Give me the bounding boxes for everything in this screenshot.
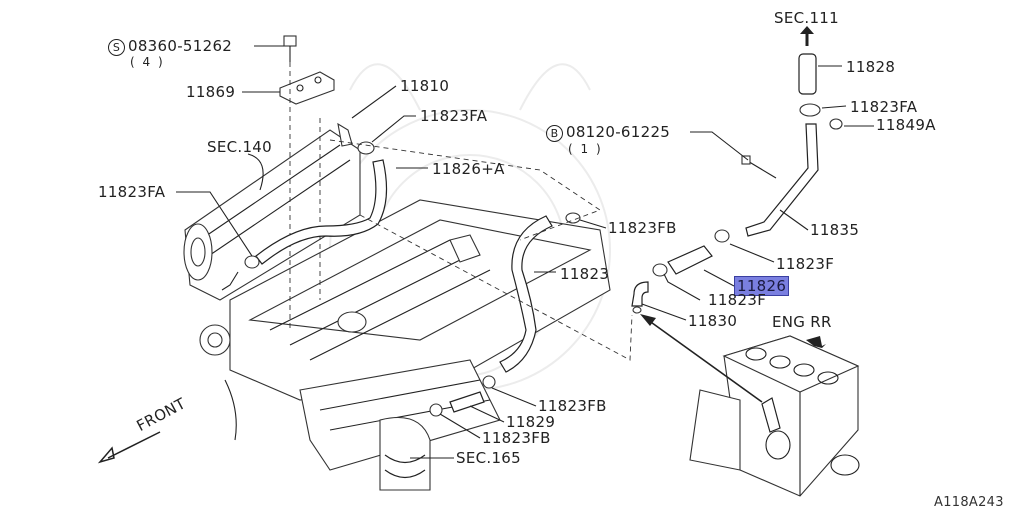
part-11823FB-mid[interactable]: 11823FB	[608, 219, 677, 237]
part-11829[interactable]: 11829	[506, 413, 556, 431]
part-11869[interactable]: 11869	[186, 83, 236, 101]
hose-11826A	[221, 122, 388, 291]
section-165[interactable]: SEC.165	[456, 449, 521, 467]
right-hoses	[631, 26, 843, 314]
bolt2-type-marker: B	[546, 125, 563, 142]
bolt-type-marker: S	[108, 39, 125, 56]
section-140[interactable]: SEC.140	[207, 138, 272, 156]
engine-rear-label: ENG RR	[772, 313, 832, 331]
part-11826A[interactable]: 11826+A	[432, 160, 505, 178]
engine-block-right	[689, 335, 860, 497]
part-11849A[interactable]: 11849A	[876, 116, 936, 134]
bolt-part-number[interactable]: 08360-51262	[128, 37, 233, 55]
bolt-and-plate	[279, 35, 335, 330]
part-11823F-a[interactable]: 11823F	[776, 255, 835, 273]
part-11823F-b[interactable]: 11823F	[708, 291, 767, 309]
part-11830[interactable]: 11830	[688, 312, 738, 330]
part-11826-highlighted[interactable]: 11826	[734, 276, 790, 296]
diagram-code: A118A243	[934, 495, 1004, 510]
part-11810[interactable]: 11810	[400, 77, 450, 95]
part-11823FA-top[interactable]: 11823FA	[420, 107, 488, 125]
part-11823FB-low[interactable]: 11823FB	[538, 397, 607, 415]
bolt-quantity: ( 4 )	[130, 55, 165, 69]
hose-11823	[429, 212, 581, 417]
part-11823[interactable]: 11823	[560, 265, 610, 283]
section-111[interactable]: SEC.111	[774, 9, 839, 27]
bolt2-quantity: ( 1 )	[568, 142, 603, 156]
bolt2-part-number[interactable]: 08120-61225	[566, 123, 671, 141]
part-11823FA-right[interactable]: 11823FA	[850, 98, 918, 116]
part-11823FB-bottom[interactable]: 11823FB	[482, 429, 551, 447]
part-11835[interactable]: 11835	[810, 221, 860, 239]
part-11828[interactable]: 11828	[846, 58, 896, 76]
part-11823FA-left[interactable]: 11823FA	[98, 183, 166, 201]
leader-lines	[176, 45, 874, 459]
